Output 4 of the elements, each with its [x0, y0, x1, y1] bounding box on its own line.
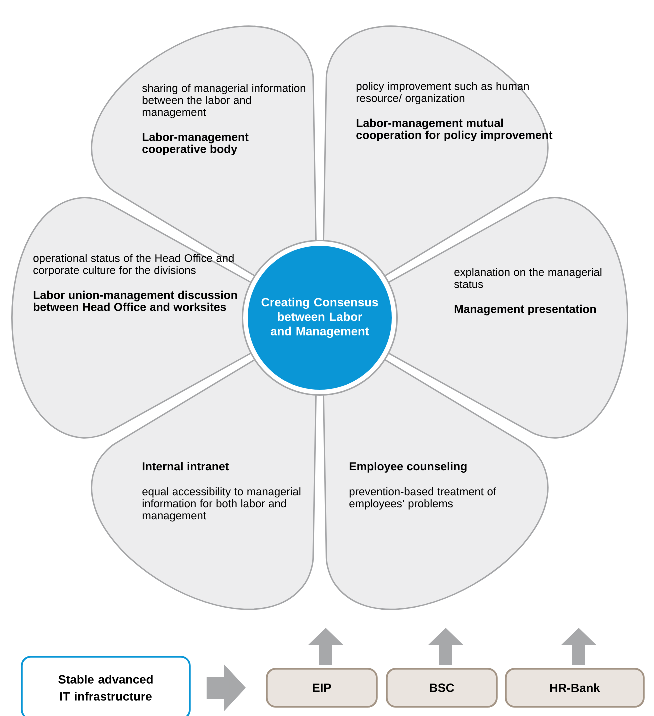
infrastructure-box: Stable advanced IT infrastructure [21, 656, 191, 716]
system-box: BSC [386, 668, 498, 708]
system-box: EIP [266, 668, 378, 708]
system-box: HR-Bank [505, 668, 645, 708]
